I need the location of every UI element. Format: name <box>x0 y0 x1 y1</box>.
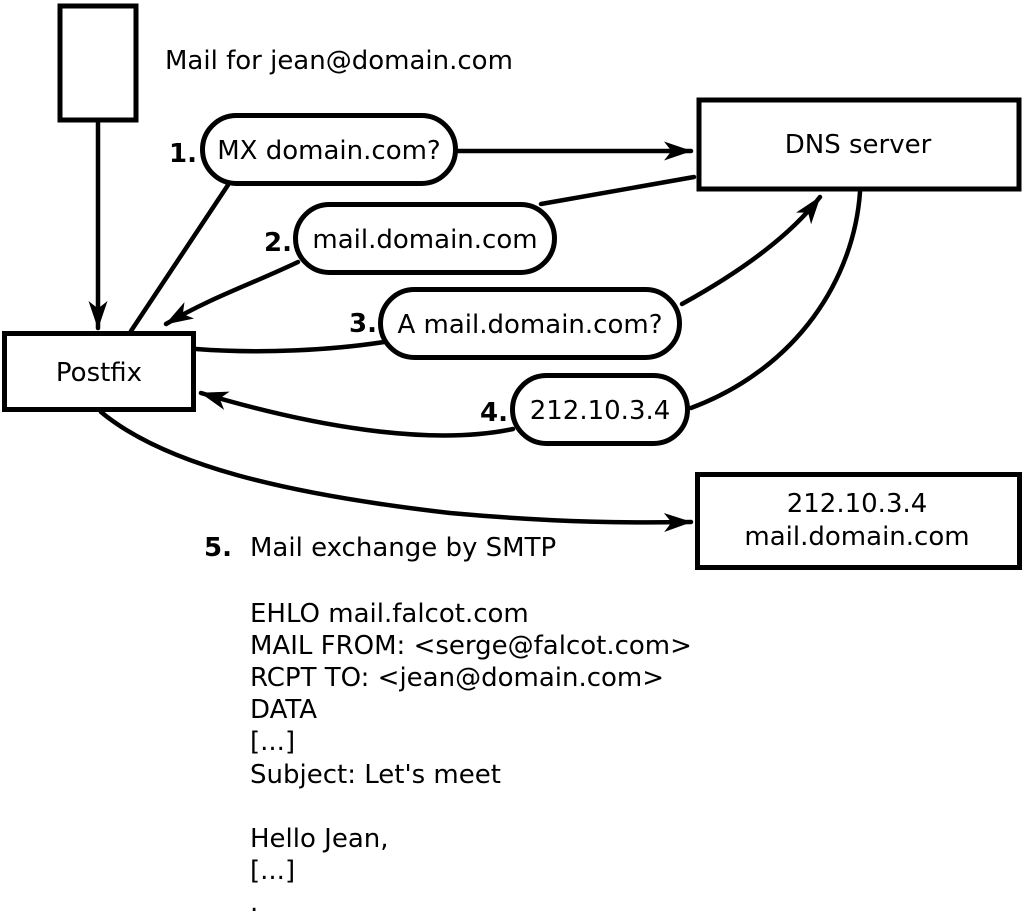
query1-pill <box>200 113 458 186</box>
step-5-number: 5. <box>204 533 232 563</box>
step-1-number: 1. <box>169 139 197 169</box>
mail-for-label: Mail for jean@domain.com <box>165 46 513 76</box>
smtp-line: [...] <box>250 856 295 886</box>
answer4-pill <box>510 373 690 446</box>
postfix-to-query3-line <box>193 339 387 354</box>
step-3-number: 3. <box>349 309 377 339</box>
smtp-line: . <box>250 888 258 918</box>
query3-label: A mail.domain.com? <box>398 310 663 340</box>
smtp-line: Hello Jean, <box>250 824 389 854</box>
answer2-label: mail.domain.com <box>312 225 537 255</box>
answer2-pill <box>293 202 557 275</box>
postfix-label: Postfix <box>56 358 142 388</box>
mail-server-box <box>695 472 1022 570</box>
step-5-label: Mail exchange by SMTP <box>250 533 556 563</box>
mail-server-ip-label: 212.10.3.4 <box>787 489 928 519</box>
answer2-to-postfix-arrow <box>163 259 301 327</box>
query1-label: MX domain.com? <box>217 136 440 166</box>
smtp-line: EHLO mail.falcot.com <box>250 599 529 629</box>
query3-pill <box>378 287 682 360</box>
step-2-number: 2. <box>264 228 292 258</box>
dns-to-answer4-line <box>688 189 863 411</box>
answer4-to-postfix-arrow <box>198 390 516 438</box>
smtp-line: Subject: Let's meet <box>250 760 501 790</box>
dns-to-answer2-line <box>538 174 697 207</box>
smtp-session-text: EHLO mail.falcot.com MAIL FROM: <serge@f… <box>250 599 692 918</box>
smtp-line: [...] <box>250 727 295 757</box>
postfix-to-query1-line <box>128 182 231 334</box>
smtp-line: DATA <box>250 695 317 725</box>
postfix-to-mailserver-arrow <box>98 409 694 532</box>
step-4-number: 4. <box>480 398 508 428</box>
mail-server-host-label: mail.domain.com <box>744 522 969 552</box>
postfix-box <box>2 331 196 412</box>
smtp-line: RCPT TO: <jean@domain.com> <box>250 663 664 693</box>
smtp-line: MAIL FROM: <serge@falcot.com> <box>250 631 692 661</box>
mail-envelope-icon <box>57 3 139 123</box>
query3-to-dns-arrow <box>679 194 823 307</box>
answer4-label: 212.10.3.4 <box>530 396 671 426</box>
dns-server-box <box>696 97 1022 192</box>
dns-server-label: DNS server <box>785 130 932 160</box>
